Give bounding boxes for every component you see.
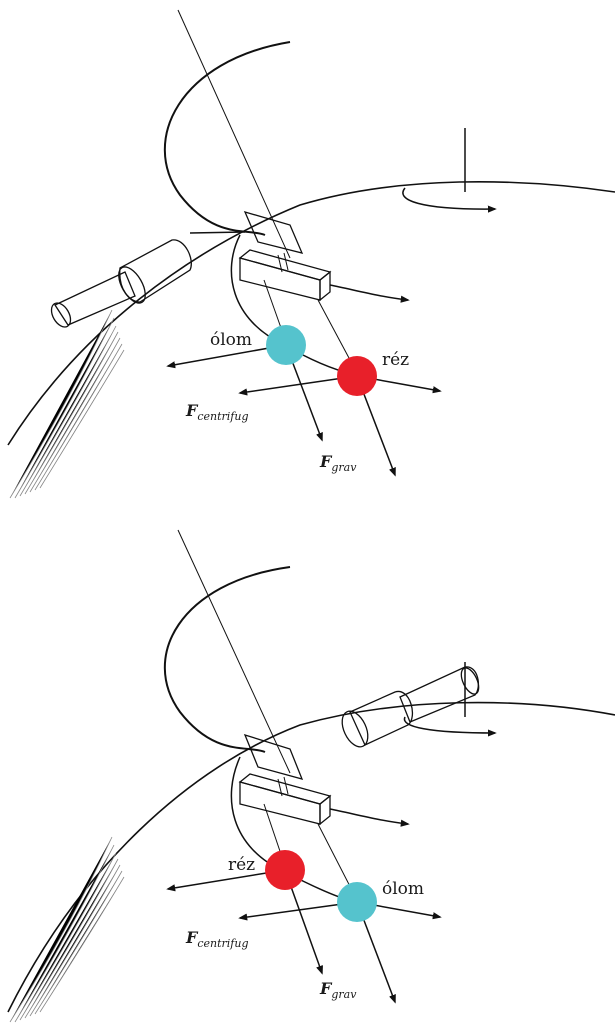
diagram-bottom: réz ólom Fcentrifug Fgrav [0, 517, 615, 1027]
gravity-force-label: Fgrav [319, 452, 357, 474]
right-ball [337, 356, 377, 396]
telescope [10, 665, 482, 1022]
torsion-balance-diagram-bottom: réz ólom Fcentrifug Fgrav [0, 517, 615, 1027]
right-ball-label: ólom [382, 879, 424, 899]
right-ball [337, 882, 377, 922]
right-ball-label: réz [382, 350, 409, 370]
left-ball [265, 850, 305, 890]
gravity-force-label: Fgrav [319, 979, 357, 1001]
diagram-top: ólom réz Fcentrifug Fgrav [0, 0, 615, 510]
beam-holder [240, 774, 330, 824]
earth-rotation-arrow [403, 188, 495, 209]
beam-rotation-arrow [330, 809, 408, 824]
centrifugal-force-label: Fcentrifug [185, 401, 249, 423]
mirror [245, 735, 302, 779]
telescope [10, 232, 245, 498]
suspension-loop-curve [165, 42, 290, 235]
beam-holder [240, 250, 330, 300]
torsion-balance-diagram-top: ólom réz Fcentrifug Fgrav [0, 0, 615, 510]
earth-rotation-arrow [404, 717, 495, 733]
centrifugal-force-label: Fcentrifug [185, 928, 249, 950]
left-ball-label: ólom [210, 330, 252, 350]
left-ball [266, 325, 306, 365]
earth-surface-arc [8, 182, 615, 445]
earth-surface-arc [8, 703, 615, 1012]
mirror [245, 212, 302, 253]
left-ball-label: réz [228, 855, 255, 875]
beam-rotation-arrow [330, 285, 408, 300]
suspension-loop-curve [165, 567, 290, 752]
